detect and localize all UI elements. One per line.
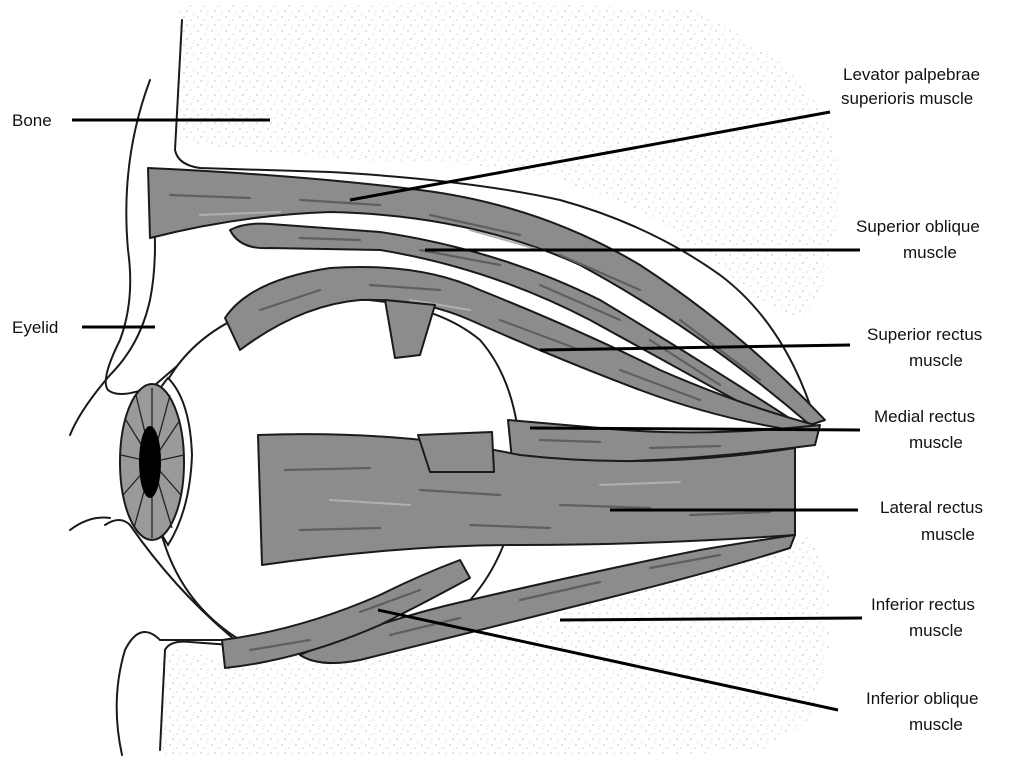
label-medial-rectus-line2: muscle: [909, 433, 963, 452]
label-superior-oblique-line2: muscle: [903, 243, 957, 262]
label-inferior-rectus-line2: muscle: [909, 621, 963, 640]
label-medial-rectus-line1: Medial rectus: [874, 407, 975, 426]
label-levator-line1: Levator palpebrae: [843, 65, 980, 84]
label-superior-rectus-line1: Superior rectus: [867, 325, 982, 344]
label-inferior-oblique-line1: Inferior oblique: [866, 689, 978, 708]
label-eyelid: Eyelid: [12, 318, 58, 337]
label-lateral-rectus-line1: Lateral rectus: [880, 498, 983, 517]
inferior-oblique-tuft: [418, 432, 494, 472]
label-inferior-oblique-line2: muscle: [909, 715, 963, 734]
label-superior-oblique-line1: Superior oblique: [856, 217, 980, 236]
label-lateral-rectus-line2: muscle: [921, 525, 975, 544]
medial-rectus-leader-line: [530, 428, 860, 430]
label-bone: Bone: [12, 111, 52, 130]
label-superior-rectus-line2: muscle: [909, 351, 963, 370]
label-inferior-rectus-line1: Inferior rectus: [871, 595, 975, 614]
lower-cheek-outline: [70, 518, 110, 531]
label-levator-line2: superioris muscle: [841, 89, 973, 108]
inferior-rectus-leader-line: [560, 618, 862, 620]
pupil: [139, 426, 161, 498]
